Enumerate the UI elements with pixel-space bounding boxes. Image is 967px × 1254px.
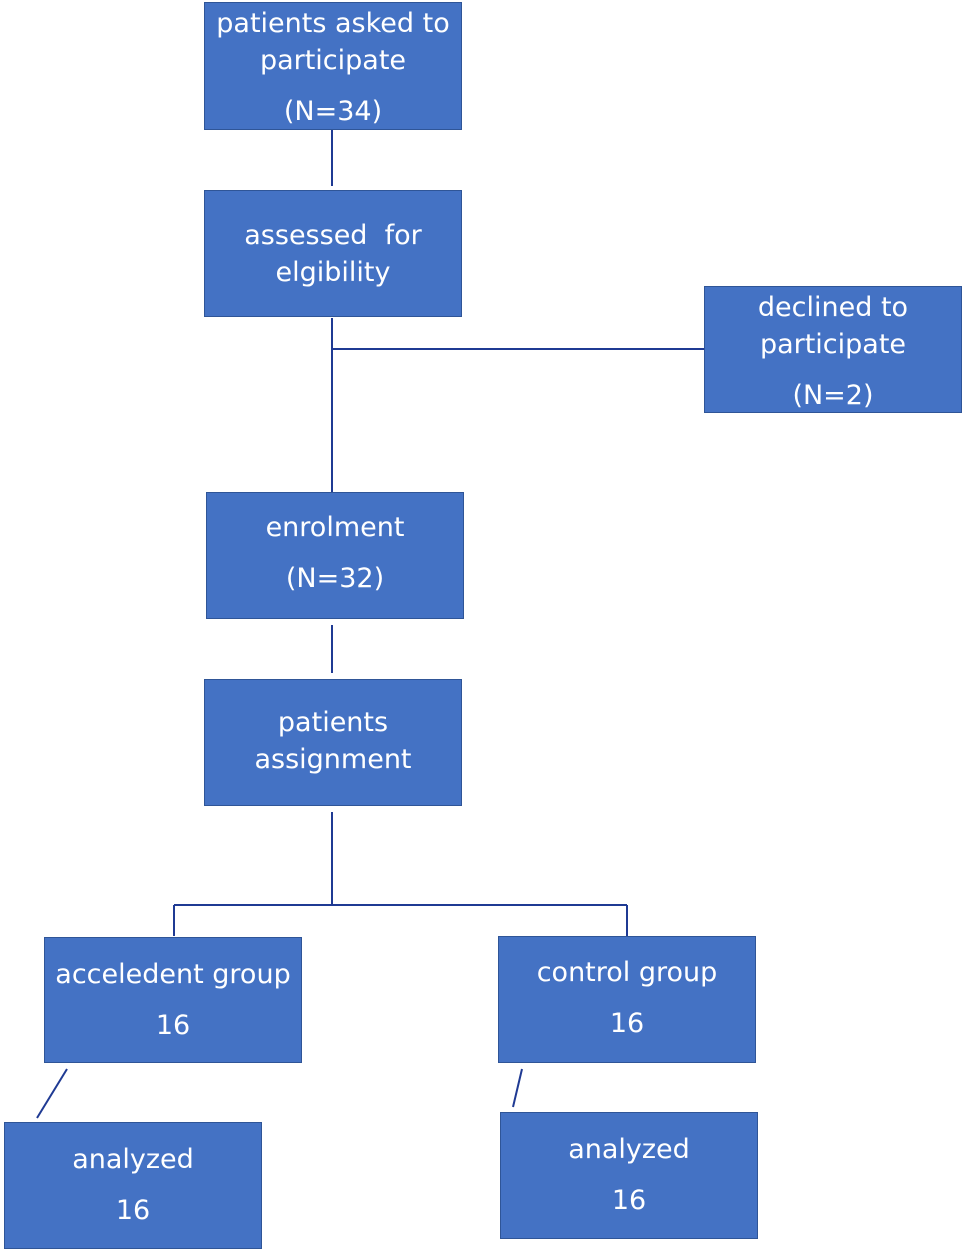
box-assessed-line2: elgibility xyxy=(275,257,391,288)
box-assessed-eligibility: assessed for elgibility xyxy=(204,190,462,317)
box-enrolment-label: enrolment xyxy=(265,512,405,543)
box-declined: declined to participate (N=2) xyxy=(704,286,962,413)
box-control-group: control group 16 xyxy=(498,936,756,1063)
box-assignment-line2: assignment xyxy=(254,744,412,775)
box-assignment-line1: patients xyxy=(277,707,389,738)
box-patients-asked: patients asked to participate (N=34) xyxy=(204,2,462,130)
box-declined-count: (N=2) xyxy=(792,380,874,411)
box-control-analyzed: analyzed 16 xyxy=(500,1112,758,1239)
box-enrolment: enrolment (N=32) xyxy=(206,492,464,619)
box-patients-assignment: patients assignment xyxy=(204,679,462,806)
box-enrolment-count: (N=32) xyxy=(285,563,385,594)
connector-accel-to-analyzed xyxy=(36,1068,68,1119)
box-patients-asked-line1: patients asked to xyxy=(216,8,450,39)
box-declined-line1: declined to xyxy=(757,292,909,323)
box-accel-analyzed: analyzed 16 xyxy=(4,1122,262,1249)
box-accel-analyzed-count: 16 xyxy=(115,1195,151,1226)
box-acceledent-group: acceledent group 16 xyxy=(44,937,302,1063)
box-control-group-count: 16 xyxy=(609,1008,645,1039)
box-accel-analyzed-label: analyzed xyxy=(72,1144,194,1175)
connector-control-to-analyzed xyxy=(512,1068,523,1108)
box-control-analyzed-count: 16 xyxy=(611,1185,647,1216)
box-accel-group-label: acceledent group xyxy=(55,959,291,990)
box-patients-asked-line2: participate xyxy=(259,45,407,76)
box-declined-line2: participate xyxy=(759,329,907,360)
box-control-analyzed-label: analyzed xyxy=(568,1134,690,1165)
box-control-group-label: control group xyxy=(536,957,718,988)
box-assessed-line1: assessed for xyxy=(244,220,422,251)
box-patients-asked-count: (N=34) xyxy=(283,96,383,127)
box-accel-group-count: 16 xyxy=(155,1010,191,1041)
